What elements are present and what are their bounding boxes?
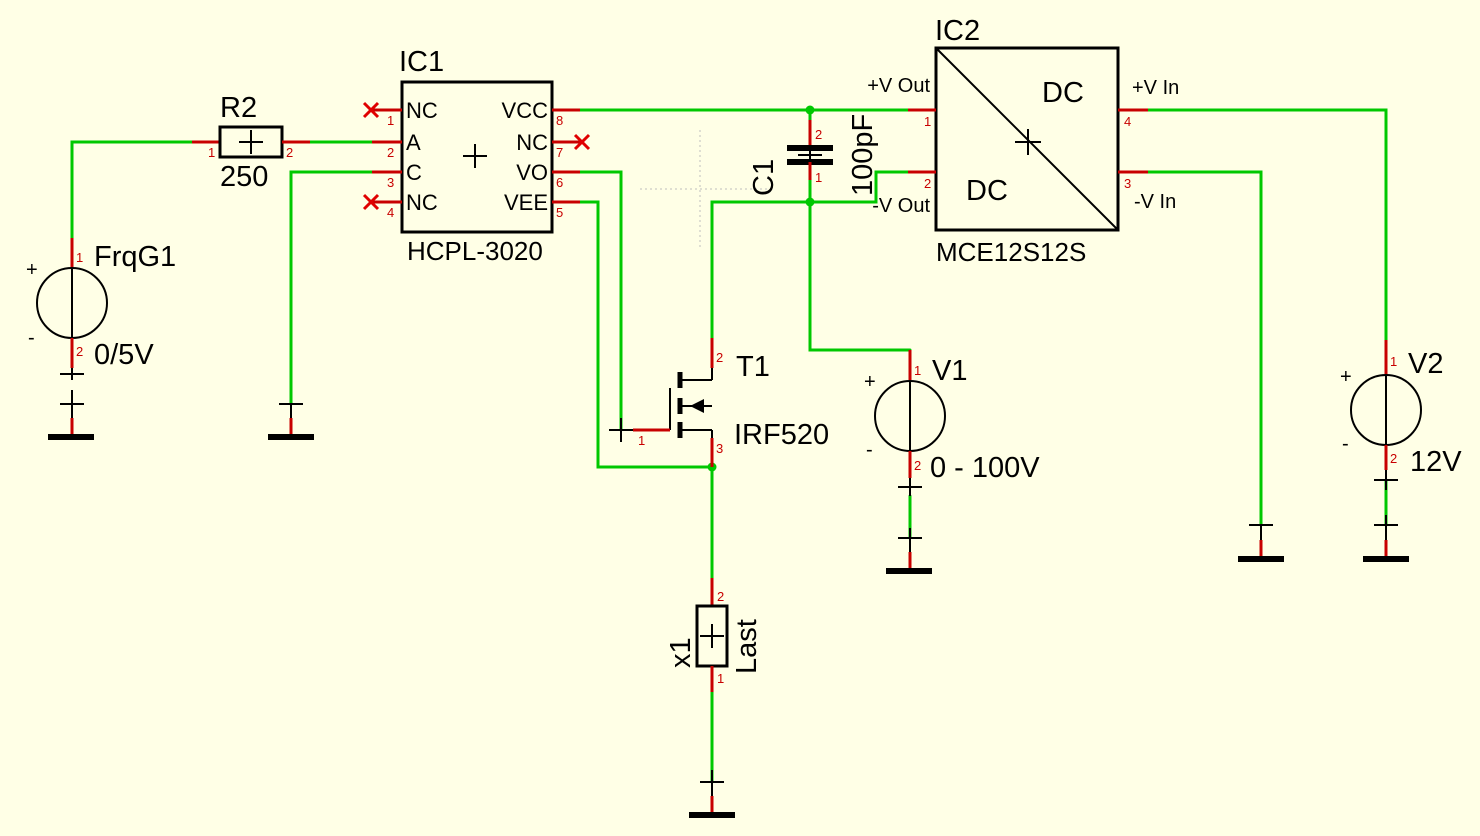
junction-dot xyxy=(805,197,815,207)
resistor-r2[interactable]: 1 2 R2 250 xyxy=(192,92,310,193)
dc-input-label: DC xyxy=(966,175,1008,207)
source-value-label: 12V xyxy=(1410,446,1462,478)
source-ref-label: FrqG1 xyxy=(94,241,176,273)
pin-number: 1 xyxy=(1390,354,1397,369)
source-value-label: 0/5V xyxy=(94,339,154,371)
ground-symbol-ic2[interactable] xyxy=(1238,524,1284,562)
polarity-plus: + xyxy=(1340,366,1352,388)
polarity-plus: + xyxy=(864,371,876,393)
resistor-value-label: 250 xyxy=(220,161,268,193)
pin-name: +V Out xyxy=(867,75,930,97)
pin-number: 1 xyxy=(717,671,724,686)
wire-ic1-c-ground[interactable] xyxy=(289,170,374,406)
pin-number: 4 xyxy=(1124,114,1131,129)
pin-name: -V Out xyxy=(872,195,930,217)
capacitor-ref-label: C1 xyxy=(748,159,780,196)
pin-number: 1 xyxy=(387,113,394,128)
ic-ref-label: IC1 xyxy=(399,46,444,78)
pin-number: 2 xyxy=(387,145,394,160)
no-connect-icon xyxy=(362,101,380,119)
ic2-dcdc-converter[interactable]: 1 2 4 3 +V Out -V Out +V In -V In DC DC … xyxy=(867,15,1179,267)
polarity-minus: - xyxy=(1342,433,1349,455)
pin-name: NC xyxy=(516,130,548,155)
pin-number: 6 xyxy=(556,175,563,190)
ic-part-label: MCE12S12S xyxy=(936,237,1086,267)
mosfet-part-label: IRF520 xyxy=(734,419,829,451)
pin-name: VO xyxy=(516,160,548,185)
load-x1[interactable]: 2 1 x1 Last xyxy=(665,578,763,692)
dc-output-label: DC xyxy=(1042,77,1084,109)
pin-name: VCC xyxy=(502,98,549,123)
pin-number: 5 xyxy=(556,205,563,220)
capacitor-value-label: 100pF xyxy=(847,114,879,196)
source-ref-label: V1 xyxy=(932,355,967,387)
wire-c1-v1[interactable] xyxy=(808,178,912,352)
pin-name: C xyxy=(406,160,422,185)
wire-vin-neg-ground[interactable] xyxy=(1146,170,1263,527)
no-connect-icon xyxy=(362,193,380,211)
pin-number: 1 xyxy=(76,250,83,265)
pin-number: 1 xyxy=(638,433,645,448)
mosfet-t1[interactable]: 1 2 3 T1 IRF520 xyxy=(609,338,829,467)
wire-net[interactable] xyxy=(70,108,1388,784)
ic-ref-label: IC2 xyxy=(935,15,980,47)
polarity-plus: + xyxy=(26,259,38,281)
wire-vo-gate[interactable] xyxy=(578,170,623,432)
pin-number: 8 xyxy=(556,113,563,128)
ground-symbol-v2[interactable] xyxy=(1363,515,1409,562)
cursor-guide xyxy=(640,130,770,248)
pin-number: 1 xyxy=(208,145,215,160)
pin-number: 2 xyxy=(716,350,723,365)
wire-vin-v2[interactable] xyxy=(1146,108,1388,342)
polarity-minus: - xyxy=(866,439,873,461)
pin-number: 3 xyxy=(1124,176,1131,191)
load-ref-label: x1 xyxy=(665,637,697,668)
ground-symbol-v1[interactable] xyxy=(886,528,932,574)
pin-name: NC xyxy=(406,98,438,123)
pin-number: 1 xyxy=(815,170,822,185)
pin-name: A xyxy=(406,130,421,155)
pin-number: 2 xyxy=(717,589,724,604)
mosfet-ref-label: T1 xyxy=(736,351,770,383)
pin-name: VEE xyxy=(504,190,548,215)
source-v1[interactable]: 1 2 + - V1 0 - 100V xyxy=(864,350,1040,496)
pin-number: 2 xyxy=(286,145,293,160)
source-frqg1[interactable]: 1 2 + - FrqG1 0/5V xyxy=(26,238,176,380)
pin-name: NC xyxy=(406,190,438,215)
ic1-optocoupler[interactable]: 1 2 3 4 8 7 6 5 NC A C NC VCC NC VO VEE … xyxy=(362,46,591,266)
pin-number: 7 xyxy=(556,145,563,160)
wire-drain-c1[interactable] xyxy=(710,200,812,340)
pin-number: 1 xyxy=(924,114,931,129)
capacitor-c1[interactable]: 2 1 C1 100pF xyxy=(748,114,879,196)
ground-symbol-load[interactable] xyxy=(689,770,735,818)
polarity-minus: - xyxy=(28,327,35,349)
pin-name: +V In xyxy=(1132,77,1179,99)
pin-number: 3 xyxy=(716,441,723,456)
pin-number: 2 xyxy=(914,458,921,473)
no-connect-icon xyxy=(573,133,591,151)
pin-number: 3 xyxy=(387,175,394,190)
load-value-label: Last xyxy=(731,619,763,674)
source-ref-label: V2 xyxy=(1408,348,1443,380)
wire-frqg1-r2[interactable] xyxy=(70,140,194,240)
source-v2[interactable]: 1 2 + - V2 12V xyxy=(1340,340,1462,490)
ground-symbol-frqg1[interactable] xyxy=(48,390,94,440)
wire-c1-ic2-vout-neg[interactable] xyxy=(808,170,910,204)
source-value-label: 0 - 100V xyxy=(930,452,1040,484)
pin-number: 4 xyxy=(387,205,394,220)
pin-number: 1 xyxy=(914,363,921,378)
resistor-ref-label: R2 xyxy=(220,92,257,124)
ic-part-label: HCPL-3020 xyxy=(407,236,543,266)
pin-number: 2 xyxy=(924,176,931,191)
junction-dot xyxy=(805,105,815,115)
pin-name: -V In xyxy=(1134,191,1176,213)
pin-number: 2 xyxy=(1390,451,1397,466)
ground-symbol-ic1[interactable] xyxy=(268,403,314,440)
pin-number: 2 xyxy=(76,344,83,359)
wire-vee-source[interactable] xyxy=(578,200,714,469)
pin-number: 2 xyxy=(815,127,822,142)
